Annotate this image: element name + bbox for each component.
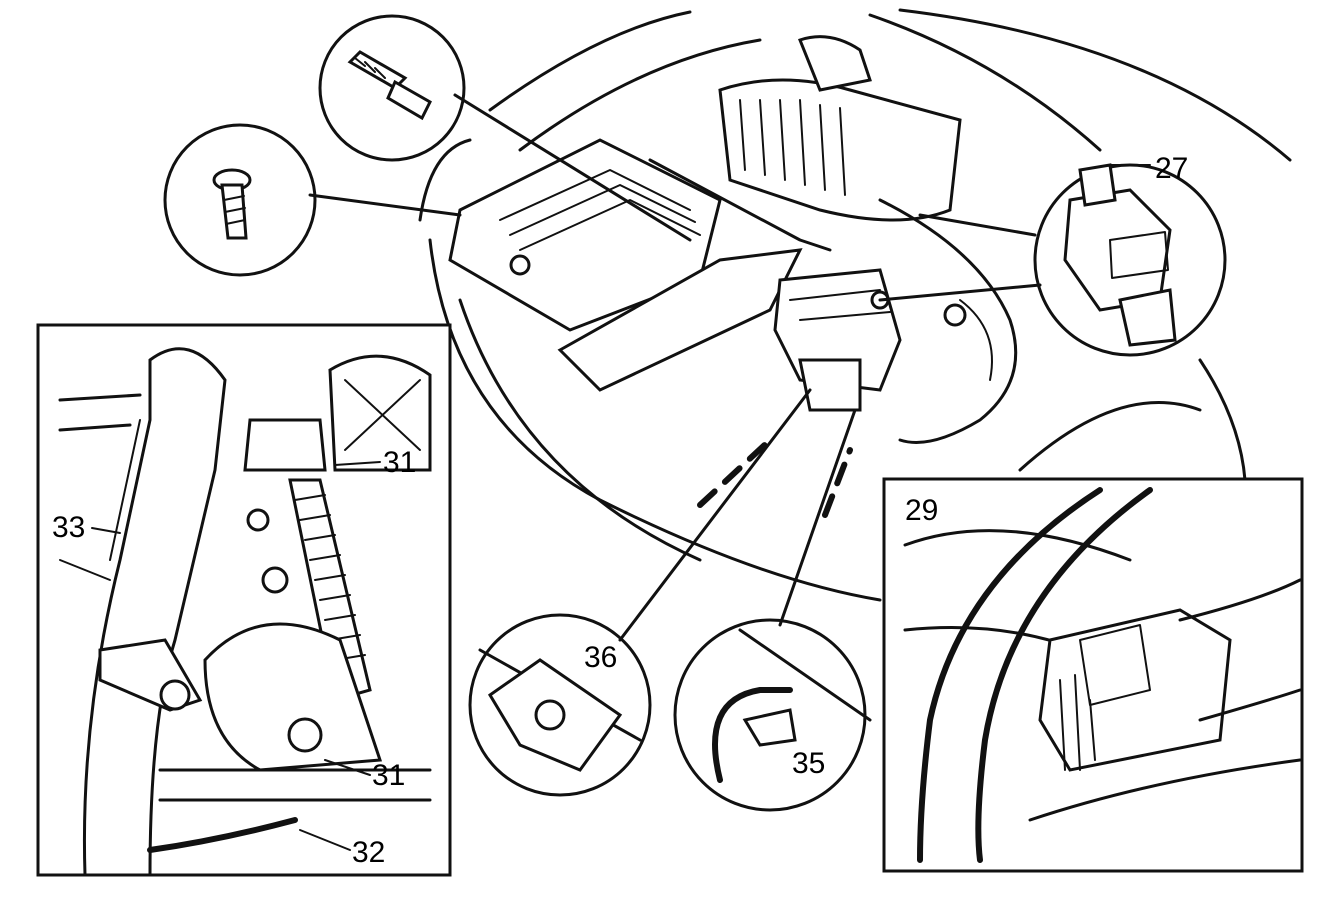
sensor-block xyxy=(773,268,902,412)
callout-29: 29 xyxy=(905,494,938,527)
callout-36: 36 xyxy=(584,641,617,674)
callout-27: 27 xyxy=(1155,152,1188,185)
callout-labels: 27 29 31 31 32 33 35 36 xyxy=(52,152,1188,869)
inset-panel-left xyxy=(36,323,452,877)
control-module xyxy=(448,138,803,392)
callout-31-upper: 31 xyxy=(383,446,416,479)
bolt-detail-circle xyxy=(318,14,466,162)
leader-lines xyxy=(308,93,1042,642)
callout-31-lower: 31 xyxy=(372,759,405,792)
bracket-detail-circle-36 xyxy=(468,613,652,797)
air-filter-housing xyxy=(648,35,1018,444)
connector-detail-circle-27 xyxy=(1033,163,1227,357)
callout-32: 32 xyxy=(352,836,385,869)
screw-detail-circle xyxy=(163,123,317,277)
hose-detail-circle-35 xyxy=(673,618,872,812)
engine-bay-outline xyxy=(418,8,1292,602)
inset-panel-right xyxy=(882,477,1304,873)
callout-33: 33 xyxy=(52,511,85,544)
callout-35: 35 xyxy=(792,747,825,780)
callout-leaders xyxy=(91,164,1151,851)
